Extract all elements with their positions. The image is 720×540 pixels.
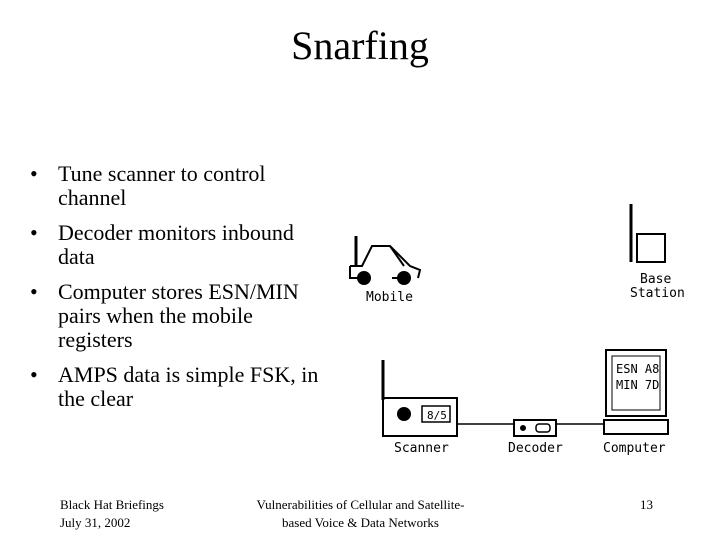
base-station-label-line2: Station xyxy=(630,286,685,301)
bullet-text: Computer stores ESN/MIN pairs when the m… xyxy=(58,279,299,352)
scanner-label: Scanner xyxy=(394,441,449,456)
bullet-glyph: • xyxy=(30,279,38,304)
decoder-icon xyxy=(513,419,557,437)
page-number: 13 xyxy=(640,497,653,512)
bullet-item: • AMPS data is simple FSK, in the clear xyxy=(30,363,330,411)
footer-talk-title-line1: Vulnerabilities of Cellular and Satellit… xyxy=(256,497,465,512)
bullet-item: • Tune scanner to control channel xyxy=(30,162,330,210)
decoder-label: Decoder xyxy=(508,441,563,456)
computer-label: Computer xyxy=(603,441,666,456)
base-station-icon xyxy=(629,204,666,263)
bullet-glyph: • xyxy=(30,362,38,387)
footer-left: Black Hat Briefings July 31, 2002 xyxy=(60,496,164,532)
bullet-glyph: • xyxy=(30,161,38,186)
bullet-list: • Tune scanner to control channel • Decode… xyxy=(30,162,330,422)
bullet-item: • Computer stores ESN/MIN pairs when the … xyxy=(30,280,330,352)
mobile-label: Mobile xyxy=(366,290,413,305)
bullet-text: AMPS data is simple FSK, in the clear xyxy=(58,362,319,411)
scanner-display: 8/5 xyxy=(427,409,447,422)
footer-talk-title-line2: based Voice & Data Networks xyxy=(282,515,439,530)
base-station-label-line1: Base xyxy=(640,272,671,287)
computer-screen-line2: MIN 7D xyxy=(616,378,659,392)
bullet-text: Decoder monitors inbound data xyxy=(58,220,294,269)
bullet-glyph: • xyxy=(30,220,38,245)
bullet-text: Tune scanner to control channel xyxy=(58,161,266,210)
computer-screen-line1: ESN A8 xyxy=(616,362,659,376)
footer-date: July 31, 2002 xyxy=(60,515,131,530)
footer-event: Black Hat Briefings xyxy=(60,497,164,512)
mobile-car-icon xyxy=(349,236,422,285)
slide-title: Snarfing xyxy=(291,23,429,68)
scanner-icon xyxy=(381,360,458,437)
bullet-item: • Decoder monitors inbound data xyxy=(30,221,330,269)
computer-icon xyxy=(603,349,669,435)
footer-center: Vulnerabilities of Cellular and Satellit… xyxy=(243,496,478,532)
